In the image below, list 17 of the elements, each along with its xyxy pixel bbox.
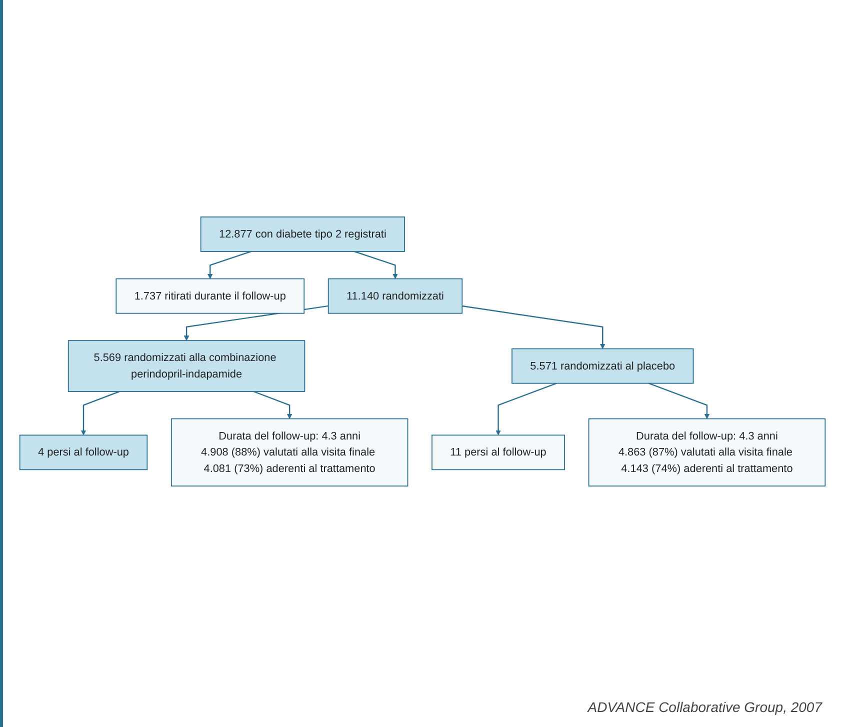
arrow bbox=[207, 250, 252, 280]
node-box: 5.569 randomizzati alla combinazione perindopril-indapamide bbox=[68, 340, 306, 392]
arrow bbox=[80, 390, 120, 436]
node-box: 11.140 randomizzati bbox=[328, 278, 463, 314]
node-box: Durata del follow-up: 4.3 anni 4.863 (87%) valutati alla visita finale 4.143 (74%) aderenti al trattamento bbox=[588, 418, 826, 486]
arrow bbox=[354, 250, 398, 280]
source-caption: ADVANCE Collaborative Group, 2007 bbox=[586, 698, 824, 717]
node-box: Durata del follow-up: 4.3 anni 4.908 (88%) valutati alla visita finale 4.081 (73%) aderenti al trattamento bbox=[170, 418, 408, 486]
arrow bbox=[253, 390, 292, 419]
node-box: 11 persi al follow-up bbox=[432, 434, 566, 470]
node-box: 4 persi al follow-up bbox=[19, 434, 148, 470]
arrow bbox=[462, 305, 606, 350]
node-box: 5.571 randomizzati al placebo bbox=[512, 348, 694, 384]
arrow bbox=[496, 382, 557, 436]
node-box: 1.737 ritirati durante il follow-up bbox=[116, 278, 305, 314]
node-box: 12.877 con diabete tipo 2 registrati bbox=[200, 216, 405, 252]
arrow bbox=[648, 382, 710, 419]
